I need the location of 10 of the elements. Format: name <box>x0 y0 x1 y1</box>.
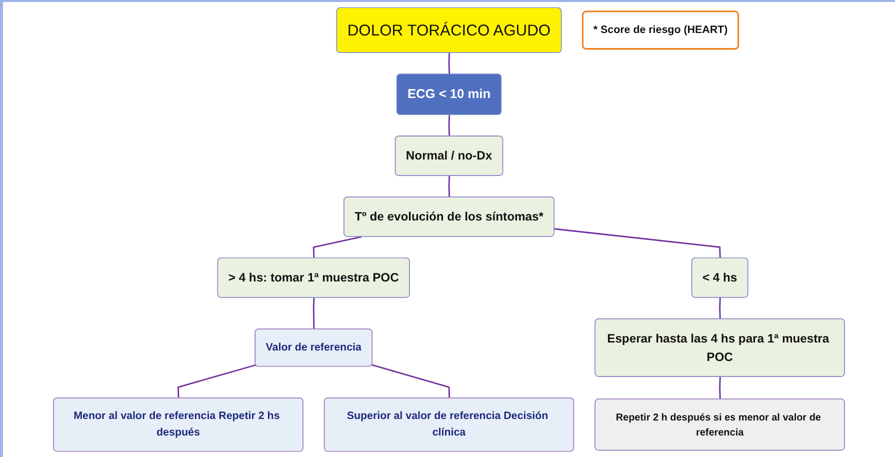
connector <box>448 176 450 198</box>
connector <box>554 228 721 258</box>
connector <box>312 236 362 258</box>
connector <box>719 376 721 400</box>
connector <box>177 364 256 398</box>
connector <box>448 114 450 136</box>
connector <box>372 364 450 398</box>
connector <box>448 52 450 74</box>
connector <box>719 298 721 320</box>
connector <box>312 298 315 330</box>
